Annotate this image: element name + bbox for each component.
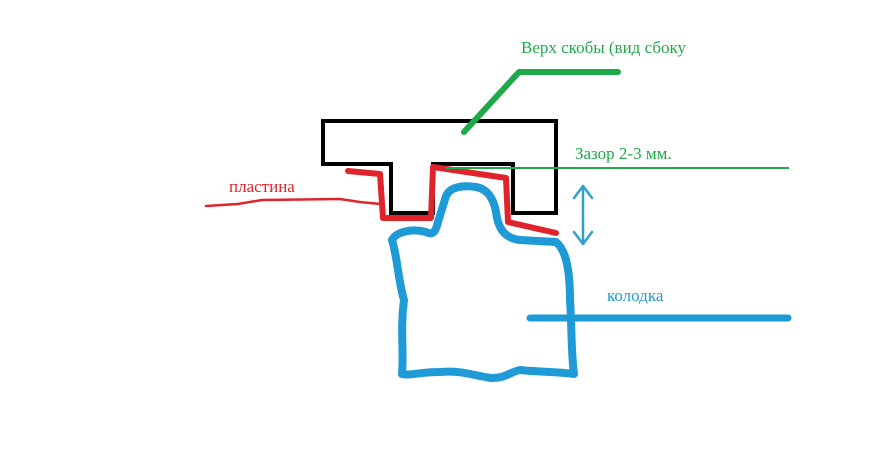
- gap-label: Зазор 2-3 мм.: [575, 144, 672, 163]
- plate-label: пластина: [229, 177, 295, 196]
- pad-outline: [388, 182, 578, 382]
- bracket-leader: [461, 69, 621, 135]
- bracket-top-label: Верх скобы (вид сбоку: [521, 38, 687, 57]
- pad-label: колодка: [607, 286, 664, 305]
- gap-double-arrow-icon: [572, 184, 594, 246]
- plate-leader: [204, 197, 382, 208]
- plate-line: [345, 164, 559, 236]
